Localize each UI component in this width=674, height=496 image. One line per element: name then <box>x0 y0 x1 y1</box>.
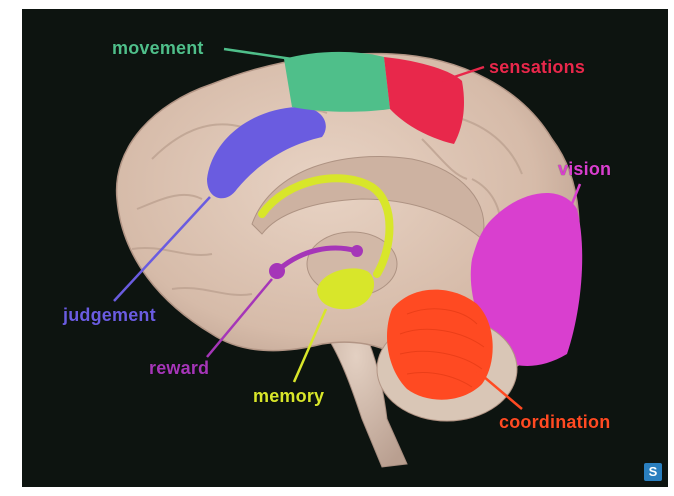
memory-label: memory <box>253 386 324 407</box>
reward-label: reward <box>149 358 209 379</box>
reward-node-start <box>269 263 285 279</box>
movement-region <box>284 52 390 112</box>
coordination-label: coordination <box>499 412 610 433</box>
vision-label: vision <box>558 159 611 180</box>
sensations-label: sensations <box>489 57 585 78</box>
movement-label: movement <box>112 38 204 59</box>
coordination-region <box>387 290 493 400</box>
reward-node-end <box>351 245 363 257</box>
brain-diagram-panel: movement sensations vision judgement rew… <box>22 9 668 487</box>
judgement-label: judgement <box>63 305 156 326</box>
movement-leader <box>224 49 292 59</box>
publisher-logo-icon: S <box>644 463 662 481</box>
